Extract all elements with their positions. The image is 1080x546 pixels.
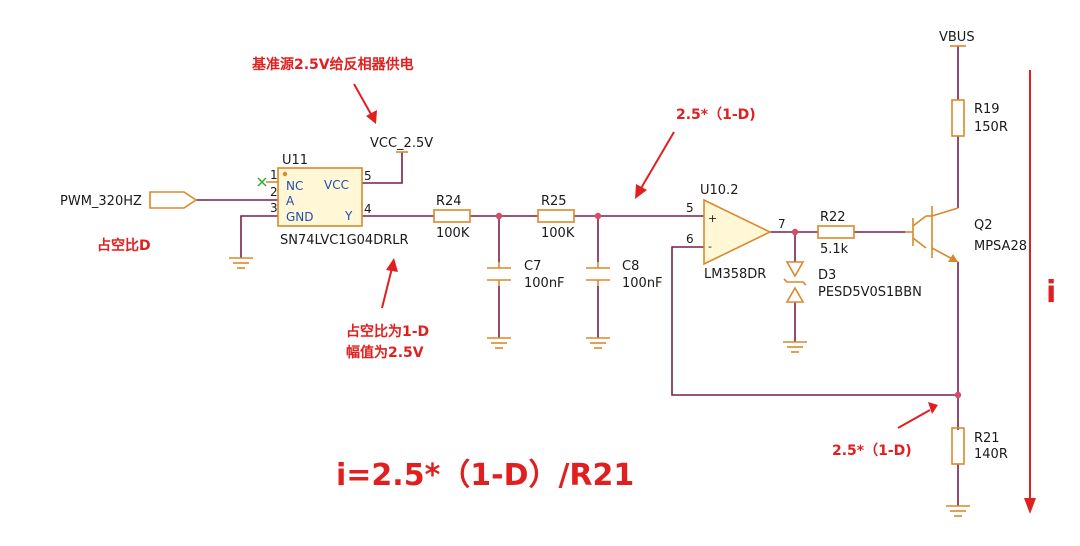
u11-pin2-number: 2 [270, 185, 278, 199]
r21-value: 140R [974, 447, 1008, 462]
u10-plus: + [708, 212, 717, 225]
d3-ref: D3 [818, 268, 836, 283]
d3-value: PESD5V0S1BBN [818, 285, 922, 300]
u10-pin5-number: 5 [686, 201, 694, 215]
vcc-net-label: VCC_2.5V [370, 136, 433, 151]
r22-ref: R22 [820, 210, 846, 225]
note-ref-supply: 基准源2.5V给反相器供电 [252, 56, 414, 73]
c7: C7 100nF [487, 259, 565, 291]
ground-symbols [229, 257, 970, 517]
u10-pin7-number: 7 [778, 217, 786, 231]
arrow-current [1024, 70, 1036, 514]
ground-d3 [783, 341, 807, 353]
pwm-port: PWM_320HZ [60, 191, 198, 209]
u10-opamp: + - 5 6 7 U10.2 LM358DR [686, 183, 786, 282]
d3-tvs-diode: D3 PESD5V0S1BBN [783, 261, 922, 303]
u11-pin-nc: NC [286, 179, 303, 193]
pwm-net-label: PWM_320HZ [60, 194, 142, 209]
r25-value: 100K [541, 226, 575, 241]
arrow-duty-inv [381, 258, 398, 309]
c8: C8 100nF [586, 259, 663, 291]
u11-part: SN74LVC1G04DRLR [280, 233, 409, 248]
u10-part: LM358DR [704, 267, 766, 282]
r25-ref: R25 [541, 194, 567, 209]
c8-value: 100nF [622, 276, 663, 291]
note-mid-voltage: 2.5*（1-D) [676, 107, 756, 123]
r19: R19 150R [951, 99, 1008, 137]
u11-pin-gnd: GND [286, 210, 314, 224]
c7-ref: C7 [524, 259, 541, 274]
arrow-r21-voltage [897, 402, 938, 429]
c8-ref: C8 [622, 259, 639, 274]
vcc-symbol: VCC_2.5V [370, 136, 433, 153]
r24-value: 100K [436, 226, 470, 241]
u11-pin-a: A [286, 194, 295, 208]
q2-transistor: Q2 MPSA28 [905, 206, 1027, 263]
r24: R24 100K [433, 194, 471, 241]
u10-pin6-number: 6 [686, 232, 694, 246]
vbus-net-label: VBUS [939, 30, 975, 45]
ground-u11 [229, 257, 253, 269]
u10-minus: - [708, 240, 712, 253]
r25: R25 100K [537, 194, 575, 241]
formula: i=2.5*（1-D）/R21 [336, 458, 634, 493]
junctions [495, 212, 962, 399]
r22: R22 5.1k [817, 210, 855, 257]
note-duty-d: 占空比D [97, 237, 151, 254]
wires [196, 46, 959, 506]
u11-pin-y: Y [344, 209, 353, 223]
arrow-ref-supply [353, 83, 377, 124]
c7-value: 100nF [524, 276, 565, 291]
note-duty-inv-1: 占空比为1-D [346, 323, 429, 340]
note-duty-inv-2: 幅值为2.5V [346, 344, 424, 361]
u11-pin5-number: 5 [364, 169, 372, 183]
ground-c8 [586, 337, 610, 349]
r19-value: 150R [974, 120, 1008, 135]
u11-inverter: NC A GND VCC Y 1 2 3 4 5 U11 SN74LVC1G04… [257, 153, 409, 248]
vbus-symbol: VBUS [939, 30, 975, 47]
r19-ref: R19 [974, 102, 1000, 117]
ground-r21 [946, 505, 970, 517]
u11-pin-vcc: VCC [324, 178, 349, 192]
u11-pin3-number: 3 [270, 201, 278, 215]
ground-c7 [487, 337, 511, 349]
u11-pin4-number: 4 [364, 202, 372, 216]
u10-ref: U10.2 [700, 183, 738, 198]
note-r21-voltage: 2.5*（1-D) [832, 443, 912, 459]
r21: R21 140R [951, 427, 1008, 465]
q2-value: MPSA28 [974, 239, 1027, 254]
annotations: 基准源2.5V给反相器供电 占空比D 占空比为1-D 幅值为2.5V 2.5*（… [97, 56, 1056, 514]
u11-pin1-number: 1 [270, 168, 278, 182]
r22-value: 5.1k [820, 242, 849, 257]
r24-ref: R24 [436, 194, 462, 209]
current-label: i [1046, 275, 1056, 310]
r21-ref: R21 [974, 431, 1000, 446]
u11-ref: U11 [282, 153, 308, 168]
q2-ref: Q2 [974, 218, 993, 233]
arrow-mid-voltage [635, 131, 675, 199]
